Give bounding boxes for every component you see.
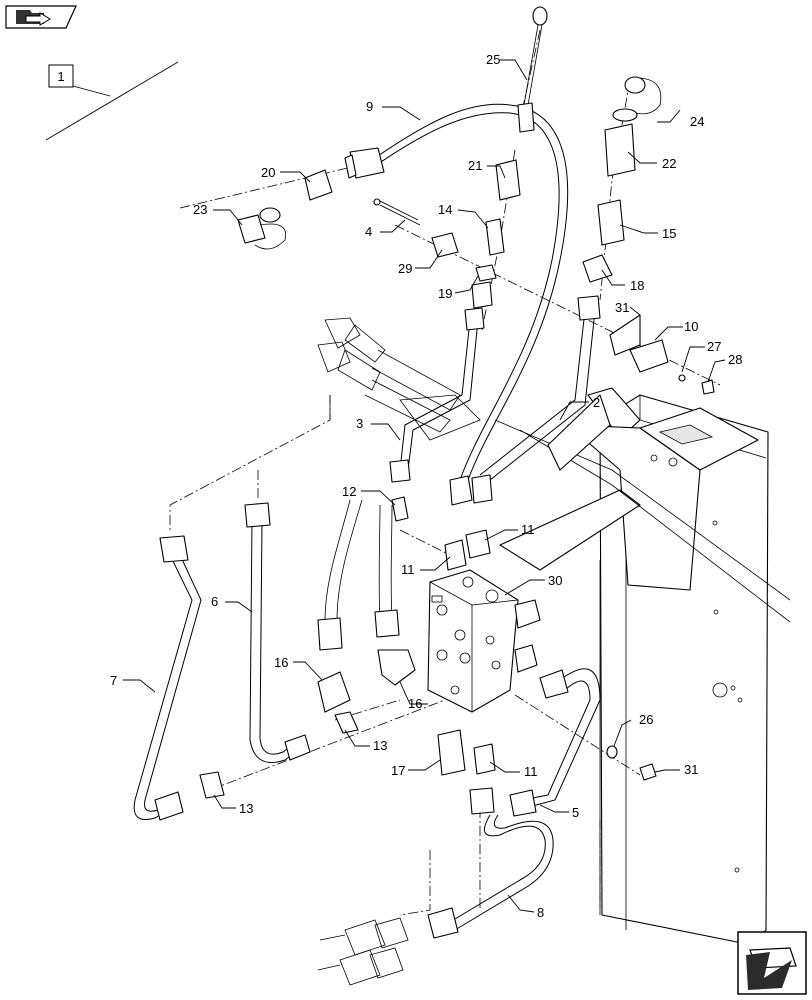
- callout-19: 19: [438, 286, 452, 301]
- pin-4: [373, 198, 421, 226]
- folder-arrow-icon: [16, 10, 51, 26]
- callout-15: 15: [662, 226, 676, 241]
- callout-2: 2: [593, 395, 600, 410]
- callout-12: 12: [342, 484, 356, 499]
- control-valve-block: [427, 569, 541, 713]
- callout-25: 25: [486, 52, 500, 67]
- back-button[interactable]: [5, 5, 77, 29]
- callout-31-lower: 31: [684, 762, 698, 777]
- callout-27: 27: [707, 339, 721, 354]
- callout-31-top: 31: [615, 300, 629, 315]
- next-page-arrow-icon: [746, 947, 797, 990]
- callout-30: 30: [548, 573, 562, 588]
- dipstick-25: [517, 6, 548, 133]
- callout-leaders: [123, 59, 726, 913]
- callout-5: 5: [572, 805, 579, 820]
- callout-4: 4: [365, 224, 372, 239]
- tube-6: [244, 502, 311, 763]
- callout-9: 9: [366, 99, 373, 114]
- callout-3: 3: [356, 416, 363, 431]
- callout-14: 14: [438, 202, 452, 217]
- hose-end-fittings: [389, 459, 493, 506]
- callout-6: 6: [211, 594, 218, 609]
- tube-8: [427, 787, 554, 939]
- callout-16-left: 16: [274, 655, 288, 670]
- lower-existing-fittings: [317, 917, 409, 986]
- callout-22: 22: [662, 156, 676, 171]
- assembly-number: 1: [57, 69, 64, 84]
- coupler-22-15-18-24: [582, 76, 662, 283]
- callout-21: 21: [468, 158, 482, 173]
- hose-3: [399, 307, 485, 471]
- background-hoses: [317, 499, 400, 651]
- fittings-12: [391, 496, 409, 522]
- hose-9: [344, 103, 569, 481]
- callout-26: 26: [639, 712, 653, 727]
- callout-11-upper-left: 11: [401, 562, 415, 577]
- callout-24: 24: [690, 114, 704, 129]
- callout-17: 17: [391, 763, 405, 778]
- callout-23: 23: [193, 202, 207, 217]
- brackets-10-31-27-28: [609, 314, 715, 395]
- callout-29: 29: [398, 261, 412, 276]
- fittings-13: [199, 711, 359, 799]
- callout-16-right: 16: [408, 696, 422, 711]
- coupler-20-cap-23: [237, 169, 333, 250]
- existing-hose-fittings: [317, 317, 481, 441]
- mounting-frame: [494, 387, 791, 946]
- callout-13-lower: 13: [239, 801, 253, 816]
- callout-7: 7: [110, 673, 117, 688]
- callout-20: 20: [261, 165, 275, 180]
- callout-8: 8: [537, 905, 544, 920]
- callout-11-upper-right: 11: [521, 522, 535, 537]
- fitting-17: [437, 729, 466, 776]
- next-page-button[interactable]: [737, 931, 807, 995]
- callout-13-upper: 13: [373, 738, 387, 753]
- callout-28: 28: [728, 352, 742, 367]
- callout-10: 10: [684, 319, 698, 334]
- callout-numbers: 25 9 24 20 21 22 23 14 4 15 29 18 19 31 …: [110, 52, 742, 920]
- callout-18: 18: [630, 278, 644, 293]
- clip-29: [431, 232, 459, 258]
- coupler-21-fitting-14-19: [471, 159, 521, 309]
- callout-11-lower: 11: [524, 764, 538, 779]
- tube-7: [133, 535, 202, 821]
- seal-26-and-screw-31: [606, 745, 657, 781]
- assembly-label: 1: [45, 61, 179, 141]
- fittings-16: [317, 649, 416, 713]
- fittings-11: [444, 529, 496, 775]
- hose-2: [479, 295, 601, 481]
- tube-5: [509, 668, 601, 817]
